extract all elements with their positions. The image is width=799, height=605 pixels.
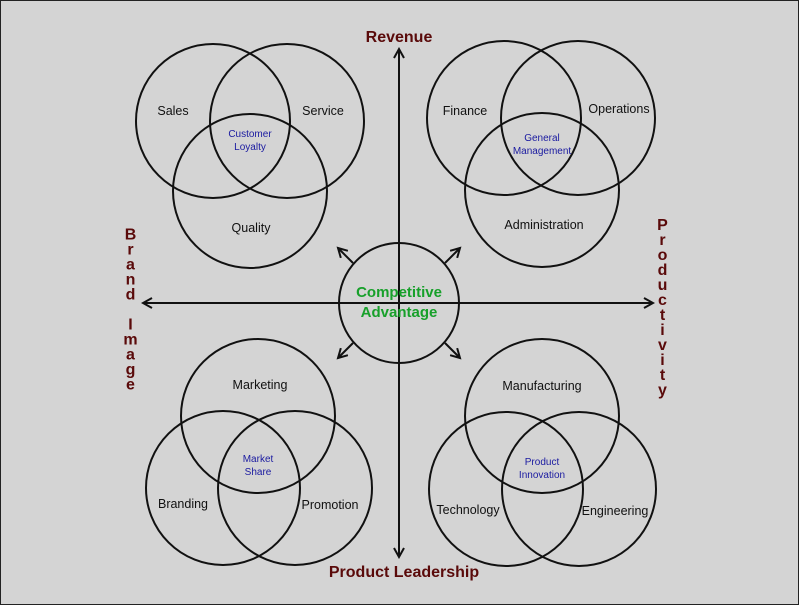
administration-circle <box>464 112 620 268</box>
operations-circle <box>500 40 656 196</box>
arrow-bottom-right <box>444 342 460 358</box>
finance-circle <box>426 40 582 196</box>
intersection-line-2: Loyalty <box>234 142 266 153</box>
circle-label-operations: Operations <box>588 102 650 116</box>
engineering-circle <box>501 411 657 567</box>
axis-label-revenue: Revenue <box>365 29 433 46</box>
circle-label-quality: Quality <box>231 221 271 235</box>
quality-circle <box>172 113 328 269</box>
intersection-label-customer-loyalty: Customer Loyalty <box>210 128 290 154</box>
service-circle <box>209 43 365 199</box>
circle-label-marketing: Marketing <box>232 378 288 392</box>
intersection-label-general-management: General Management <box>502 132 582 158</box>
manufacturing-circle <box>464 338 620 494</box>
axis-label-productivity: Productivity <box>654 217 671 397</box>
circle-label-promotion: Promotion <box>301 498 359 512</box>
center-line-1: Competitive <box>356 284 442 301</box>
circle-label-administration: Administration <box>504 218 584 232</box>
intersection-label-product-innovation: Product Innovation <box>502 456 582 482</box>
circle-label-engineering: Engineering <box>581 504 649 518</box>
sales-circle <box>135 43 291 199</box>
competitive-advantage-circle <box>338 242 460 364</box>
promotion-circle <box>217 410 373 566</box>
circle-label-technology: Technology <box>436 503 500 517</box>
marketing-circle <box>180 338 336 494</box>
axis-label-product-leadership: Product Leadership <box>328 564 480 581</box>
branding-circle <box>145 410 301 566</box>
intersection-line-2: Innovation <box>518 470 566 481</box>
intersection-line-1: Product <box>524 457 560 468</box>
circle-label-finance: Finance <box>442 104 488 118</box>
intersection-label-market-share: Market Share <box>218 453 298 479</box>
circle-label-manufacturing: Manufacturing <box>502 379 582 393</box>
intersection-line-1: Customer <box>228 129 272 140</box>
technology-circle <box>428 411 584 567</box>
arrow-top-left <box>338 248 354 264</box>
arrow-top-right <box>444 248 460 264</box>
intersection-line-2: Management <box>512 146 572 157</box>
center-line-2: Advantage <box>360 304 438 321</box>
circle-label-service: Service <box>302 104 344 118</box>
axis-label-brand-image: Brand Image <box>122 226 139 392</box>
competitive-advantage-label: Competitive Advantage <box>356 283 442 323</box>
circle-label-sales: Sales <box>157 104 189 118</box>
arrow-bottom-left <box>338 342 354 358</box>
intersection-line-1: Market <box>242 454 274 465</box>
circle-label-branding: Branding <box>157 497 209 511</box>
intersection-line-2: Share <box>244 467 272 478</box>
intersection-line-1: General <box>524 133 560 144</box>
